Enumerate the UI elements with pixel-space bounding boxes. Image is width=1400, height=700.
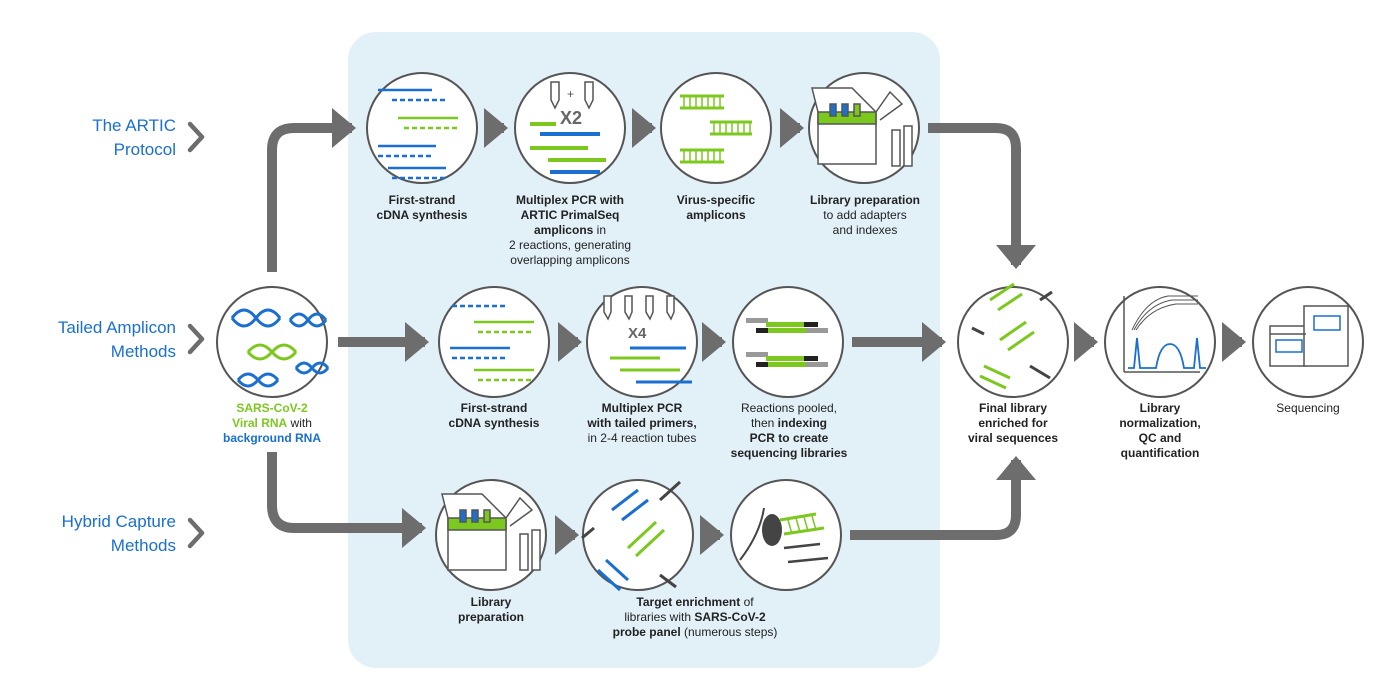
seq-t1: Sequencing [1276, 401, 1340, 415]
tailed-s2-b1: Multiplex PCR [601, 401, 683, 415]
artic-s4-t3: and indexes [832, 223, 898, 237]
row-label-artic-line1: The ARTIC [92, 116, 176, 135]
cdna-icon-artic [378, 88, 458, 180]
tailed-s3-t2: then [750, 416, 778, 430]
row-label-artic-line2: Protocol [113, 140, 176, 159]
artic-step3-caption: Virus-specific amplicons [656, 193, 776, 223]
tailed-step3-caption: Reactions pooled, then indexing PCR to c… [722, 401, 856, 461]
pcr-tubes-icon-tailed [603, 295, 692, 384]
norm-b1: Library [1139, 401, 1181, 415]
row-label-hybrid-line1: Hybrid Capture [61, 512, 176, 531]
row-label-hybrid-line2: Methods [110, 536, 176, 555]
hybrid-step1-caption: Library preparation [436, 595, 546, 625]
row-label-tailed-line1: Tailed Amplicon [57, 318, 176, 337]
final-b1: Final library [978, 401, 1048, 415]
artic-step3-circle [660, 72, 772, 184]
tailed-step1-caption: First-strand cDNA synthesis [434, 401, 554, 431]
kit-box-icon-artic [811, 87, 913, 167]
tailed-s3-b3: PCR to create [749, 431, 829, 445]
hybrid-s1-b1: Library [470, 595, 512, 609]
artic-s2-t5: overlapping amplicons [510, 253, 630, 267]
tailed-multiplier: X4 [628, 325, 647, 342]
tailed-step2-caption: Multiplex PCR with tailed primers, in 2-… [572, 401, 712, 446]
hybrid-s2-b1: Target enrichment [636, 595, 741, 609]
source-line1: SARS-CoV-2 [236, 401, 308, 415]
artic-step2-caption: Multiplex PCR with ARTIC PrimalSeq ampli… [500, 193, 640, 268]
qc-graph-icon [1123, 295, 1206, 373]
artic-s1-b1: First-strand [388, 193, 456, 207]
hybrid-s1-b2: preparation [457, 610, 524, 624]
hybrid-s2-b2: SARS-CoV-2 [694, 610, 766, 624]
artic-s1-b2: cDNA synthesis [376, 208, 468, 222]
artic-step4-caption: Library preparation to add adapters and … [798, 193, 932, 238]
source-caption: SARS-CoV-2 Viral RNA with background RNA [212, 401, 332, 446]
artic-step1-caption: First-strand cDNA synthesis [362, 193, 482, 223]
tailed-s1-b1: First-strand [460, 401, 528, 415]
final-circle [957, 286, 1069, 398]
indexing-pcr-icon [746, 318, 828, 367]
tailed-s2-t3: in 2-4 reaction tubes [587, 431, 697, 445]
svg-text:+: + [567, 87, 574, 101]
source-line2a: Viral RNA [232, 416, 288, 430]
hybrid-s2-t3: (numerous steps) [680, 625, 778, 639]
tailed-s2-b2: with tailed primers, [587, 416, 697, 430]
tailed-s1-b2: cDNA synthesis [448, 416, 540, 430]
tailed-step3-circle [732, 286, 844, 398]
capture-bead-icon [739, 507, 829, 564]
pcr-tubes-icon-artic: + [530, 81, 606, 174]
norm-circle [1104, 286, 1216, 398]
rna-helix-icon [230, 308, 330, 388]
norm-b4: quantification [1120, 446, 1200, 460]
row-label-tailed: Tailed Amplicon Methods [10, 316, 176, 364]
artic-step2-circle [514, 72, 626, 184]
norm-b3: QC and [1138, 431, 1182, 445]
source-line2b: with [287, 416, 312, 430]
norm-b2: normalization, [1119, 416, 1201, 430]
tailed-s3-t1: Reactions pooled, [740, 401, 838, 415]
chevron-right-icon [187, 323, 205, 355]
final-library-icon [971, 282, 1053, 390]
artic-s2-b2: ARTIC PrimalSeq [520, 208, 620, 222]
sequencer-icon [1269, 305, 1349, 367]
chevron-right-icon [187, 517, 205, 549]
row-label-hybrid: Hybrid Capture Methods [10, 510, 176, 558]
artic-s4-b1: Library preparation [809, 193, 921, 207]
artic-s3-b2: amplicons [686, 208, 746, 222]
chevron-right-icon [187, 121, 205, 153]
hybrid-step2-caption: Target enrichment of libraries with SARS… [600, 595, 790, 640]
artic-s2-t4: 2 reactions, generating [508, 238, 632, 252]
final-b2: enriched for [978, 416, 1048, 430]
seq-caption: Sequencing [1250, 401, 1366, 416]
hybrid-s2-t1: of [740, 595, 754, 609]
artic-s2-b3: amplicons [533, 223, 594, 237]
final-b3: viral sequences [967, 431, 1059, 445]
arrow-artic-to-final [928, 123, 1036, 269]
arrow-hybrid-to-final [850, 456, 1036, 540]
row-label-artic: The ARTIC Protocol [20, 114, 176, 162]
row-label-tailed-line2: Methods [110, 342, 176, 361]
kit-box-icon-hybrid [441, 493, 541, 571]
artic-s2-t3: in [593, 223, 607, 237]
hybrid-s2-b3: probe panel [612, 625, 681, 639]
tailed-s3-b2: indexing [777, 416, 828, 430]
artic-s2-b1: Multiplex PCR with [516, 193, 624, 207]
norm-caption: Library normalization, QC and quantifica… [1100, 401, 1220, 461]
arrow-source-to-artic [267, 108, 356, 272]
arrow-source-to-hybrid [267, 452, 426, 548]
cdna-icon-tailed [450, 304, 534, 382]
probe-ladders-icon [581, 480, 682, 592]
source-line3: background RNA [222, 431, 321, 445]
tailed-s3-b4: sequencing libraries [730, 446, 848, 460]
artic-s4-t2: to add adapters [823, 208, 907, 222]
artic-multiplier: X2 [560, 108, 582, 128]
artic-s3-b1: Virus-specific [676, 193, 756, 207]
final-caption: Final library enriched for viral sequenc… [953, 401, 1073, 446]
hybrid-s2-t2: libraries with [624, 610, 695, 624]
